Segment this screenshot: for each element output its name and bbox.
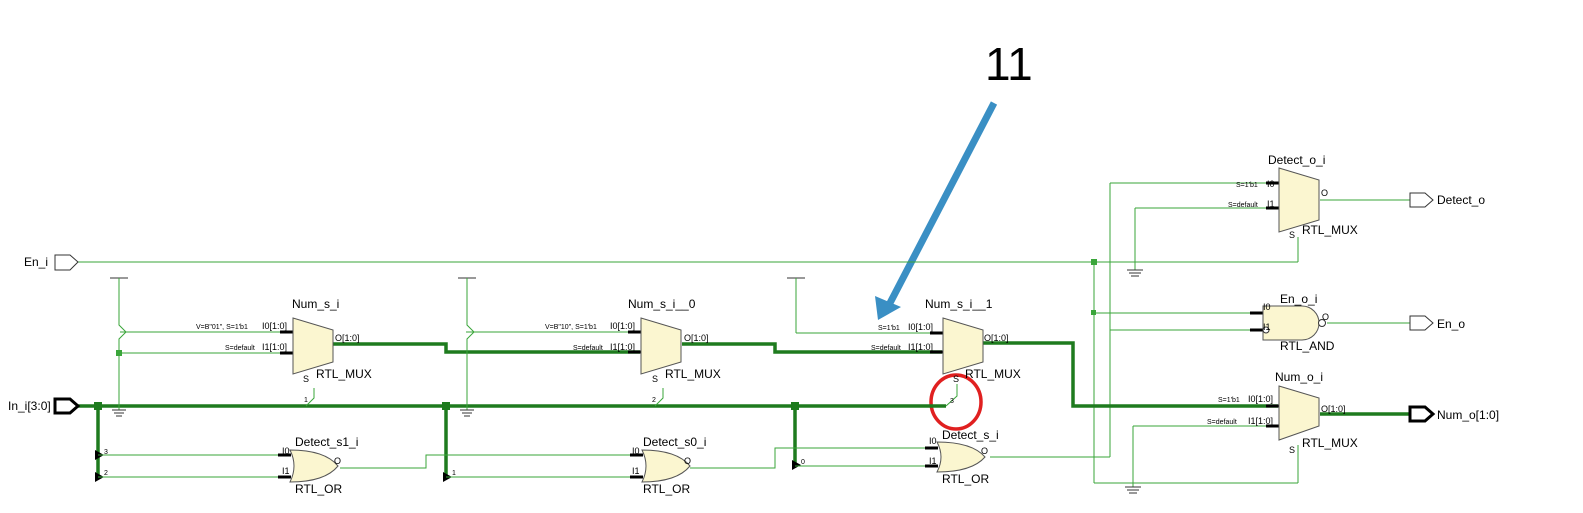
cell-type: RTL_OR [295,482,342,496]
port-label-en-i: En_i [24,255,48,269]
cell-name: Detect_o_i [1268,153,1325,167]
pin-s: S [652,374,658,384]
pin-i1: I1 [1263,322,1271,332]
pin-attr-i0: S=1'b1 [1236,182,1258,189]
pin-attr-i1: S=default [573,345,603,352]
pin-stubs [278,181,1279,479]
cell-type: RTL_OR [643,482,690,496]
port-label-en-o: En_o [1437,317,1465,331]
pin-i0: I0 [282,446,290,456]
cell-name: Num_s_i__1 [925,297,993,311]
pin-attr-i0: S=1'b1 [878,325,900,332]
pin-attr-i1: S=default [1228,202,1258,209]
pin-o: O [1322,312,1329,322]
port-in-i[interactable]: In_i[3:0] [8,397,81,415]
cell-type: RTL_MUX [1302,436,1358,450]
cell-type: RTL_AND [1280,339,1335,353]
mux-num-s-i-1[interactable]: Num_s_i__1 RTL_MUX I0[1:0] I1[1:0] O[1:0… [871,297,1021,405]
pin-o: O[1:0] [335,333,360,343]
pin-i0: I0 [632,446,640,456]
pin-i1: I1 [632,466,640,476]
pin-i0: I0 [1263,302,1271,312]
mux-num-s-i-0[interactable]: Num_s_i__0 RTL_MUX I0[1:0] I1[1:0] O[1:0… [545,297,721,404]
en-i-net [78,237,1299,484]
pin-i1: I1 [1267,199,1275,209]
pin-i1: I1[1:0] [908,342,933,352]
bus-bit-label: 1 [452,470,456,477]
pin-attr-i0: S=1'b1 [1218,397,1240,404]
tie-offs [110,207,1278,494]
pin-o: O[1:0] [684,333,709,343]
cell-name: Detect_s0_i [643,435,706,449]
port-label-detect-o: Detect_o [1437,193,1485,207]
cell-type: RTL_MUX [1302,223,1358,237]
port-en-i[interactable]: En_i [24,254,79,271]
mux-num-o-i[interactable]: Num_o_i RTL_MUX I0[1:0] I1[1:0] O[1:0] S… [1207,370,1358,455]
port-detect-o[interactable]: Detect_o [1409,192,1485,208]
mux-detect-o-i[interactable]: Detect_o_i RTL_MUX I0 I1 O S S=1'b1 S=de… [1228,153,1358,240]
cell-type: RTL_MUX [665,367,721,381]
pin-attr-i0: V=B"01", S=1'b1 [196,324,248,331]
port-en-o[interactable]: En_o [1409,315,1465,331]
bus-bit-label: 0 [801,459,805,466]
port-label-in-i: In_i[3:0] [8,399,51,413]
pin-o: O[1:0] [984,333,1009,343]
pin-s: S [1289,230,1295,240]
cell-name: Num_s_i__0 [628,297,696,311]
pin-s: S [303,374,309,384]
pin-s: S [1289,445,1295,455]
pin-o: O [1321,188,1328,198]
pin-i0: I0[1:0] [1248,394,1273,404]
pin-attr-i1: S=default [225,345,255,352]
or-detect-s1-i[interactable]: Detect_s1_i RTL_OR I0 I1 O 3 2 [104,435,358,496]
pin-i1: I1 [282,466,290,476]
pin-i1: I1[1:0] [1248,416,1273,426]
output-wires [1320,199,1410,324]
bus-bit-label: 1 [304,397,308,404]
bus-bit-label: 3 [950,398,954,405]
pin-o: O [981,446,988,456]
cell-type: RTL_OR [942,472,989,486]
port-num-o[interactable]: Num_o[1:0] [1408,405,1499,423]
bus-bit-label: 3 [104,449,108,456]
or-wiring [98,447,936,478]
cell-name: Num_o_i [1275,370,1323,384]
bus-bit-label: 2 [652,397,656,404]
cell-type: RTL_MUX [965,367,1021,381]
pin-attr-i0: V=B"10", S=1'b1 [545,324,597,331]
pin-i0: I0[1:0] [262,321,287,331]
cell-name: Detect_s_i [942,428,999,442]
cell-type: RTL_MUX [316,367,372,381]
annotation-number: 11 [985,38,1033,90]
detect-s-net [990,182,1278,458]
pin-i1: I1 [929,456,937,466]
and-en-o-i[interactable]: En_o_i RTL_AND I0 I1 O [1262,292,1335,353]
pin-i0: I0[1:0] [908,322,933,332]
pin-i0: I0[1:0] [610,321,635,331]
pin-o: O [684,456,691,466]
pin-i1: I1[1:0] [262,342,287,352]
num-chain-bus [120,331,1410,416]
pin-i1: I1[1:0] [610,342,635,352]
cell-name: Detect_s1_i [295,435,358,449]
pin-s: S [953,374,959,384]
or-detect-s-i[interactable]: Detect_s_i RTL_OR I0 I1 O 0 [801,428,999,486]
pin-attr-i1: S=default [871,345,901,352]
pin-attr-i1: S=default [1207,419,1237,426]
or-detect-s0-i[interactable]: Detect_s0_i RTL_OR I0 I1 O 1 [452,435,706,496]
pin-o: O[1:0] [1321,404,1346,414]
port-label-num-o: Num_o[1:0] [1437,408,1499,422]
pin-o: O [334,456,341,466]
mux-num-s-i[interactable]: Num_s_i RTL_MUX I0[1:0] I1[1:0] O[1:0] S… [196,297,372,404]
highlight-circle [929,373,983,431]
cell-name: En_o_i [1280,292,1317,306]
pin-i0: I0 [1267,179,1275,189]
annotation-arrow [875,101,998,320]
bus-bit-label: 2 [104,470,108,477]
pin-i0: I0 [929,436,937,446]
cell-name: Num_s_i [292,297,339,311]
in-i-bus [76,384,958,482]
